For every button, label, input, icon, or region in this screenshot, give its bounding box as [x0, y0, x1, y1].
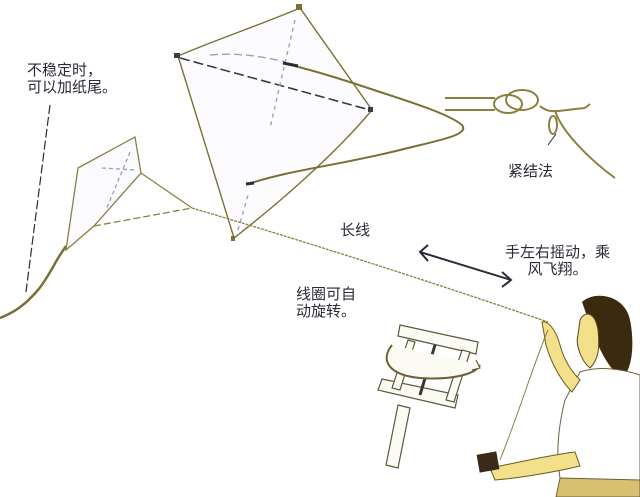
- person-flying-kite: [476, 295, 640, 497]
- person-lower-arm: [489, 451, 581, 481]
- rotating-reel: [377, 324, 481, 469]
- reel-note-label: 线圈可自 动旋转。: [296, 285, 357, 320]
- small-kite-tail: [0, 245, 68, 320]
- knot-label: 紧结法: [508, 162, 554, 180]
- person-raised-arm: [541, 321, 581, 393]
- person-face: [576, 313, 600, 369]
- knot-detail: [445, 89, 616, 179]
- long-line-label: 长线: [340, 221, 371, 239]
- double-arrow: [418, 244, 513, 288]
- large-kite: [174, 4, 465, 241]
- hand-reel: [476, 451, 500, 473]
- hand-motion-label: 手左右摇动，乘 风飞翔。: [505, 243, 611, 278]
- person-shorts: [555, 477, 640, 497]
- small-kite: [65, 135, 193, 252]
- tail-pointer-line: [25, 104, 51, 293]
- person-hair: [582, 295, 633, 378]
- tail-note-label: 不稳定时， 可以加纸尾。: [27, 61, 118, 96]
- kite-string: [191, 207, 549, 323]
